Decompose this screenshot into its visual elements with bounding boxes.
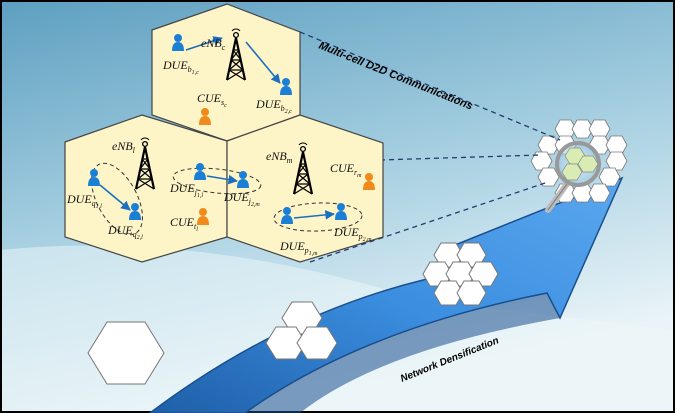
label-enb-m: eNBm <box>266 149 293 165</box>
label-cue-rm: CUErm <box>330 161 362 179</box>
label-due-b1c: DUEb1,c <box>162 58 199 76</box>
cell-l <box>64 114 228 263</box>
d2d-pair-ellipses <box>91 162 363 236</box>
label-due-j2m: DUEj2,m <box>223 190 260 208</box>
label-due-p1m: DUEp1,m <box>279 239 318 257</box>
label-enb-l: eNBl <box>112 139 136 155</box>
label-due-j1l: DUEj1,l <box>169 181 203 199</box>
magnifier-icon <box>545 141 601 213</box>
label-cue-sc: CUEsc <box>197 91 227 109</box>
cell-m <box>226 114 384 263</box>
label-due-b2c: DUEb2,c <box>255 97 292 115</box>
d2d-links <box>99 36 335 220</box>
projection-lines <box>299 31 561 263</box>
label-due-q1l: DUEq1,l <box>66 192 102 210</box>
dense-hexagon-cluster <box>530 119 628 203</box>
label-due-p2m: DUEp2,m <box>333 225 372 243</box>
seven-hexagon-cluster <box>422 242 499 306</box>
densification-arrow <box>148 176 624 413</box>
single-hexagon <box>87 321 165 385</box>
label-cue-tl: CUEtl <box>170 215 198 233</box>
cell-c <box>151 3 301 142</box>
label-enb-c: eNBc <box>201 36 226 52</box>
label-due-q2l: DUEq2,l <box>107 223 143 241</box>
three-hexagon-cluster <box>265 301 338 360</box>
